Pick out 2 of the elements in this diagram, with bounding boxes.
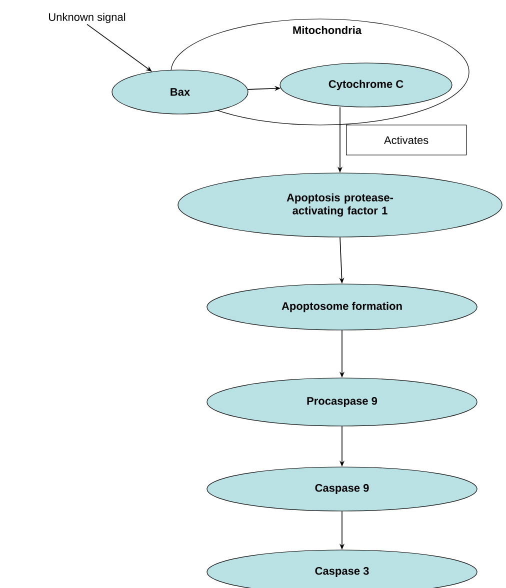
signal-label: Unknown signal [49, 12, 126, 24]
edge-label: Activates [346, 124, 467, 156]
